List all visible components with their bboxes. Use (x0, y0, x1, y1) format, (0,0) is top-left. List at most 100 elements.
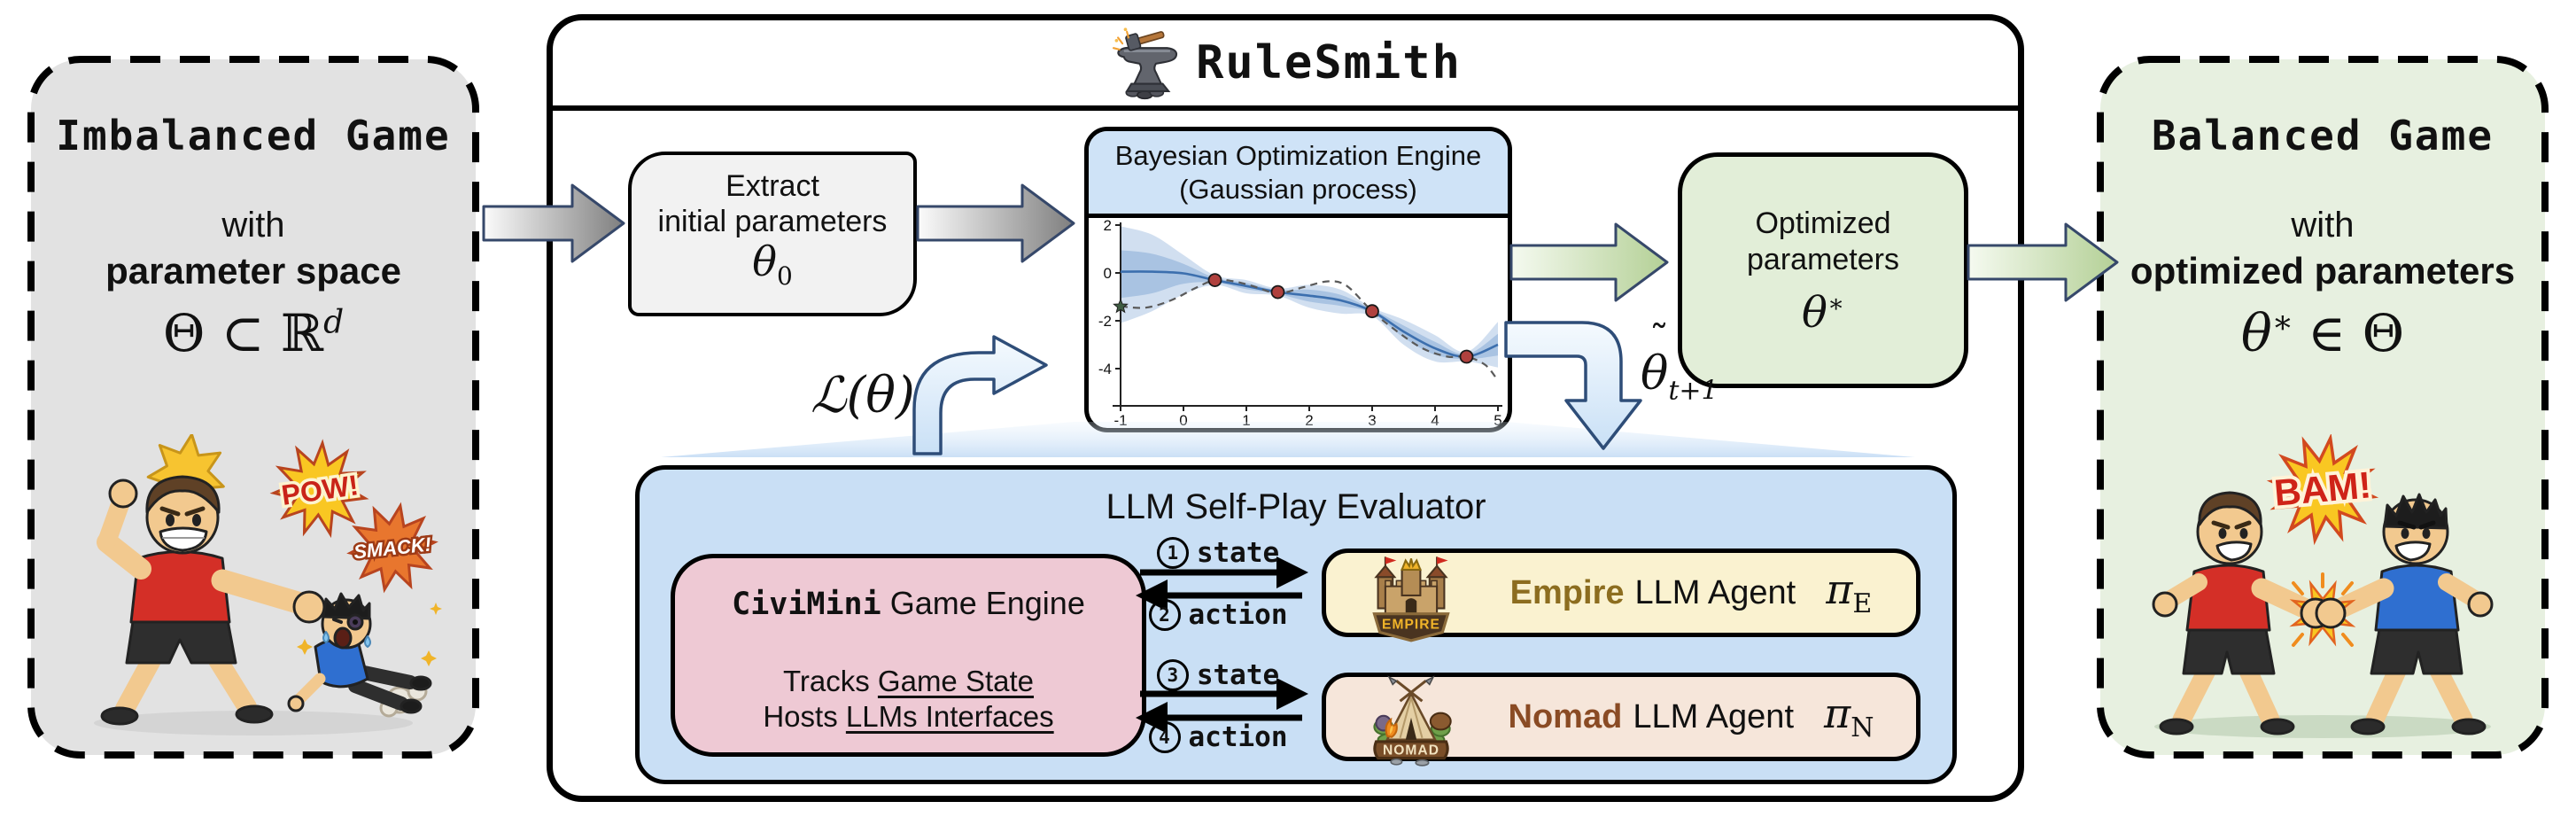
rulesmith-header: RuleSmith (553, 20, 2018, 105)
hosts-label: Hosts (763, 700, 838, 733)
star-spark (297, 639, 313, 655)
balanced-game-panel: Balanced Game with optimized parameters … (2096, 55, 2549, 759)
blue-fighter (2327, 493, 2494, 735)
extract-parameters-box: Extract initial parameters θ0 (628, 152, 917, 316)
extract-line2: initial parameters (657, 205, 888, 239)
bo-header-line1: Bayesian Optimization Engine (1114, 139, 1482, 171)
llm-agent-label: LLM Agent (1634, 573, 1796, 611)
bam-burst: BAM! (2266, 434, 2379, 546)
theta-tilde: ˜θ (1641, 317, 1669, 401)
optimized-line2: parameters (1747, 243, 1899, 276)
formula-sup: ∗ (2271, 304, 2294, 341)
svg-text:2: 2 (1305, 412, 1313, 428)
formula-base: Θ ⊂ ℝ (162, 303, 324, 363)
star-spark (421, 650, 437, 666)
bayesian-optimization-box: Bayesian Optimization Engine (Gaussian p… (1084, 127, 1512, 432)
right-panel-subtitle: optimized parameters (2130, 250, 2516, 292)
balanced-fight-illustration: BAM! (2152, 434, 2494, 738)
star-spark (430, 603, 442, 615)
right-panel-title: Balanced Game (2151, 112, 2495, 160)
bo-header-line2: (Gaussian process) (1179, 173, 1417, 205)
theta-zero-symbol: θ0 (752, 239, 793, 299)
right-panel-with: with (2291, 206, 2355, 245)
theta-base: θ (1802, 288, 1827, 338)
small-fighter (287, 592, 432, 718)
bo-header: Bayesian Optimization Engine (Gaussian p… (1089, 131, 1508, 218)
optimized-line1: Optimized (1755, 206, 1891, 240)
engine-line2: Tracks Game State (675, 665, 1142, 698)
loss-function-label: ℒ(θ) (811, 366, 915, 424)
evaluator-title: LLM Self-Play Evaluator (1106, 487, 1486, 526)
red-fighter (2152, 491, 2318, 735)
theta-base: θ (752, 237, 777, 286)
theta-sub: 0 (776, 261, 793, 292)
circled-number-icon: 4 (1148, 721, 1181, 753)
svg-text:3: 3 (1368, 412, 1376, 428)
nomad-badge-icon: NOMAD (1373, 675, 1452, 766)
pi-base: π (1824, 689, 1851, 738)
flow-word: action (1188, 721, 1288, 753)
engine-title: CiviMini Game Engine (675, 585, 1142, 622)
left-panel-subtitle: parameter space (105, 250, 401, 292)
empire-badge-text: EMPIRE (1382, 617, 1440, 632)
formula-rest: ∈ Θ (2308, 303, 2405, 363)
right-panel-formula: θ∗ ∈ Θ (2096, 303, 2549, 363)
anvil-icon (1113, 27, 1178, 100)
theta-sup: ∗ (1827, 289, 1844, 318)
svg-text:-2: -2 (1098, 313, 1112, 330)
pi-base: π (1826, 565, 1853, 614)
nomad-name: Nomad (1508, 697, 1623, 735)
svg-text:2: 2 (1104, 218, 1112, 234)
flow-word: state (1196, 537, 1280, 569)
civimini-name: CiviMini (732, 587, 881, 622)
big-fighter (97, 434, 326, 726)
theta-star-symbol: θ∗ (1802, 282, 1844, 335)
rulesmith-panel: RuleSmith Extract initial parameters θ0 … (547, 14, 2024, 802)
flow-word: state (1196, 659, 1280, 691)
flow-word: action (1188, 599, 1288, 631)
game-state-link: Game State (877, 665, 1035, 697)
gaussian-process-chart: 2 0 -2 -4 -1 0 1 2 3 4 5 (1098, 217, 1502, 428)
circled-number-icon: 1 (1156, 537, 1189, 569)
hammer-icon (1125, 31, 1165, 51)
formula-theta: θ (2240, 303, 2272, 363)
svg-text:4: 4 (1431, 412, 1439, 428)
llm-self-play-evaluator: LLM Self-Play Evaluator CiviMini Game En… (635, 465, 1957, 784)
civimini-game-engine-box: CiviMini Game Engine Tracks Game State H… (671, 554, 1146, 757)
svg-text:5: 5 (1494, 412, 1501, 428)
imbalanced-fight-illustration: POW! SMACK! (94, 434, 442, 735)
svg-text:1: 1 (1242, 412, 1250, 428)
pi-empire-symbol: πE (1826, 565, 1872, 619)
left-panel-with: with (221, 206, 285, 245)
engine-suffix: Game Engine (889, 585, 1085, 621)
svg-text:-4: -4 (1098, 361, 1112, 377)
svg-text:-1: -1 (1113, 412, 1127, 428)
proposal-theta-label: ˜θt+1 (1641, 317, 1719, 406)
fist-bump (2289, 572, 2356, 647)
left-panel-title: Imbalanced Game (56, 112, 451, 160)
imbalanced-game-panel: Imbalanced Game with parameter space Θ ⊂… (27, 55, 480, 759)
theta-base: θ (1641, 347, 1669, 401)
svg-text:0: 0 (1179, 412, 1187, 428)
tracks-label: Tracks (782, 665, 870, 697)
circled-number-icon: 2 (1148, 599, 1181, 631)
llms-interfaces-link: LLMs Interfaces (845, 700, 1054, 733)
engine-line3: Hosts LLMs Interfaces (675, 700, 1142, 734)
optimized-parameters-box: Optimized parameters θ∗ (1678, 152, 1968, 388)
svg-text:0: 0 (1104, 265, 1112, 282)
empire-name: Empire (1509, 573, 1625, 611)
ground-shadow (2154, 715, 2491, 738)
tilde-mark: ˜ (1649, 317, 1669, 362)
empire-badge-icon: EMPIRE (1372, 556, 1450, 642)
pi-sub: E (1852, 588, 1873, 620)
left-panel-formula: Θ ⊂ ℝd (27, 303, 480, 363)
formula-sup: d (323, 304, 345, 341)
pi-nomad-symbol: πN (1824, 689, 1874, 743)
